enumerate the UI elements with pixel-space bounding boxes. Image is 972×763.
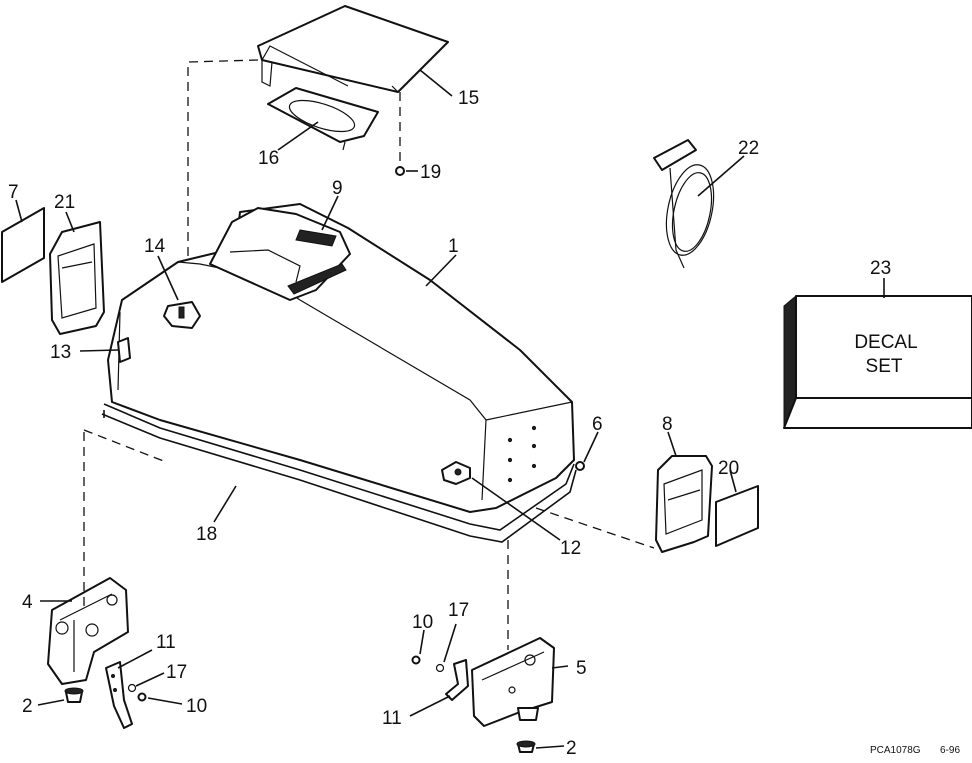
- footer-date: 6-96: [940, 745, 960, 756]
- part-15-access-cover: [257, 5, 449, 93]
- part-17-washer-left: [127, 683, 137, 693]
- part-2-grommet-right: [516, 707, 539, 753]
- part-5-bracket-right: [471, 637, 555, 727]
- callouts: 1 2 2 4 5 6 7 8 9 10 10 11 11 12 13 14 1…: [8, 88, 891, 759]
- callout-17a: 17: [448, 600, 469, 621]
- part-20-decal: [715, 485, 759, 547]
- callout-19: 19: [420, 162, 441, 183]
- footer: PCA1078G 6-96: [870, 745, 960, 756]
- assembly-lines: [83, 59, 655, 650]
- callout-18: 18: [196, 524, 217, 545]
- part-10-screw-right: [411, 655, 421, 665]
- callout-8: 8: [662, 414, 673, 435]
- decal-box-line2: SET: [866, 356, 903, 377]
- part-19-screw: [395, 166, 405, 176]
- callout-14: 14: [144, 236, 166, 257]
- callout-21: 21: [54, 192, 75, 213]
- callout-6: 6: [592, 414, 603, 435]
- callout-20: 20: [718, 458, 739, 479]
- part-21-grille: [49, 221, 105, 335]
- callout-9: 9: [332, 178, 343, 199]
- callout-10a: 10: [412, 612, 433, 633]
- footer-code: PCA1078G: [870, 745, 921, 756]
- callout-2a: 2: [22, 696, 33, 717]
- part-6-screw: [575, 461, 585, 471]
- callout-1: 1: [448, 236, 459, 257]
- part-22-wire-harness: [653, 139, 715, 269]
- callout-23: 23: [870, 258, 891, 279]
- callout-17b: 17: [166, 662, 187, 683]
- decal-box-line1: DECAL: [854, 332, 917, 353]
- part-4-bracket-left: [47, 577, 129, 685]
- callout-2b: 2: [566, 738, 577, 758]
- part-18-seal-strip: [101, 403, 577, 543]
- callout-10b: 10: [186, 696, 207, 717]
- callout-4: 4: [22, 592, 33, 613]
- part-1-engine-cover: [107, 203, 575, 513]
- part-23-decal-box: DECAL SET: [783, 294, 972, 429]
- callout-11a: 11: [156, 632, 176, 653]
- part-11-lever-left: [105, 661, 133, 729]
- part-17-washer-right: [435, 663, 445, 673]
- callout-12: 12: [560, 538, 581, 559]
- callout-22: 22: [738, 138, 759, 159]
- callout-15: 15: [458, 88, 479, 109]
- callout-5: 5: [576, 658, 587, 679]
- callout-16: 16: [258, 148, 279, 169]
- part-8-rear-grille: [655, 455, 713, 553]
- part-11-lever-right: [445, 659, 469, 701]
- callout-7: 7: [8, 182, 19, 203]
- callout-13: 13: [50, 342, 71, 363]
- part-7-decal: [1, 207, 45, 283]
- part-16-seal: [267, 87, 379, 151]
- leader-lines: [15, 69, 885, 749]
- callout-11b: 11: [382, 708, 402, 729]
- part-10-screw-left: [137, 692, 147, 702]
- part-2-grommet-left: [64, 687, 84, 703]
